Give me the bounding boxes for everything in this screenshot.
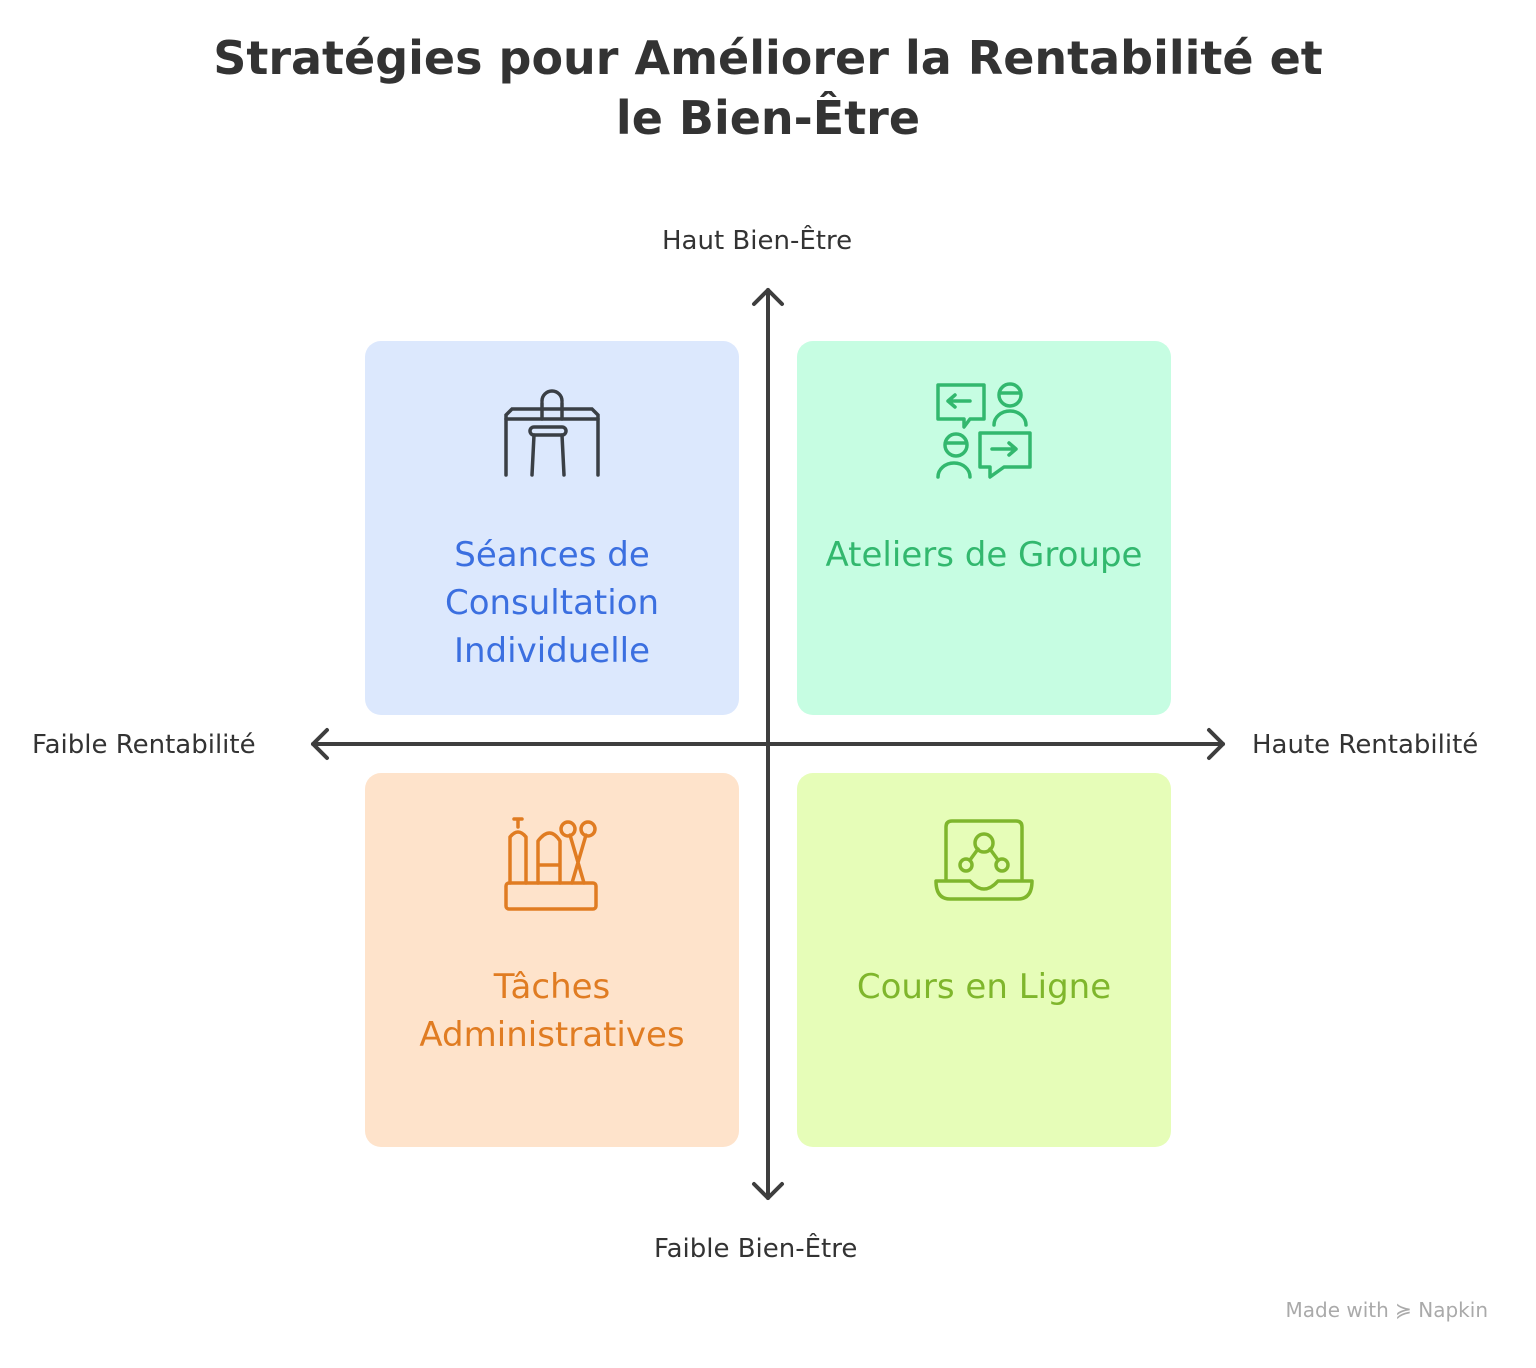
arrow-right-icon <box>1207 728 1225 760</box>
group-chat-icon <box>936 382 1032 479</box>
arrow-up-icon <box>752 288 784 306</box>
axis-label-bottom: Faible Bien-Être <box>654 1234 858 1264</box>
axis-label-right: Haute Rentabilité <box>1252 730 1479 760</box>
title-line-2: le Bien-Être <box>615 91 921 145</box>
arrow-down-icon <box>752 1182 784 1200</box>
quadrant-bottom-left: Tâches Administratives <box>365 773 739 1147</box>
axis-label-left: Faible Rentabilité <box>32 730 256 760</box>
quadrant-label: Séances de Consultation Individuelle <box>444 535 660 671</box>
quadrant-top-right: Ateliers de Groupe <box>797 341 1171 715</box>
diagram-title: Stratégies pour Améliorer la Rentabilité… <box>0 28 1536 148</box>
office-supplies-icon <box>504 817 598 911</box>
quadrant-bottom-right: Cours en Ligne <box>797 773 1171 1147</box>
title-line-1: Stratégies pour Améliorer la Rentabilité… <box>213 31 1323 85</box>
napkin-watermark: Made with ≽ Napkin <box>1285 1298 1489 1322</box>
quadrant-label: Ateliers de Groupe <box>825 535 1143 575</box>
quadrant-label: Cours en Ligne <box>856 967 1112 1007</box>
desk-chair-icon <box>504 389 600 477</box>
quadrant-top-left: Séances de Consultation Individuelle <box>365 341 739 715</box>
online-course-icon <box>934 819 1034 901</box>
axis-label-top: Haut Bien-Être <box>662 226 853 256</box>
quadrant-label: Tâches Administratives <box>419 967 685 1055</box>
arrow-left-icon <box>311 728 329 760</box>
